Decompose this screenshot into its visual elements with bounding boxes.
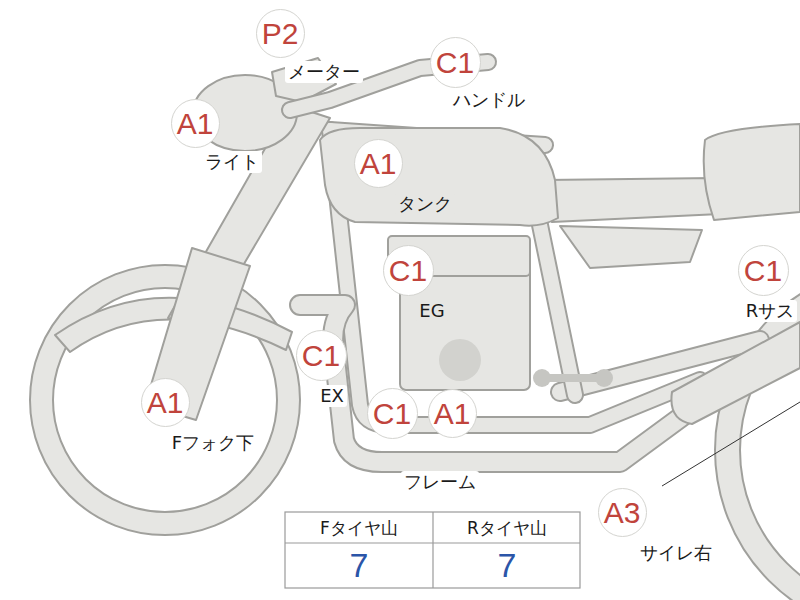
front-wheel: [30, 265, 300, 535]
callout-code: C1: [367, 388, 418, 439]
part-name: フレーム: [401, 471, 479, 493]
callout-code: C1: [296, 330, 347, 381]
brake-lever: [533, 369, 613, 387]
rear-cowl: [704, 124, 800, 220]
table-header-cell: Fタイヤ山: [320, 518, 398, 538]
side-cover: [560, 226, 702, 268]
callout-code: A1: [354, 139, 403, 188]
table-header-cell: Rタイヤ山: [467, 518, 547, 538]
part-name: タンク: [395, 193, 455, 215]
engine-cover: [439, 339, 481, 381]
callout-code: A3: [598, 488, 647, 537]
part-name: ライト: [202, 151, 262, 173]
callout-code: A1: [171, 99, 220, 148]
callout-code: C1: [430, 37, 481, 88]
leader-line: [662, 402, 800, 486]
seat: [545, 178, 720, 222]
part-name: ハンドル: [450, 89, 528, 111]
tread-table: [285, 512, 580, 588]
part-name: Fフォク下: [169, 432, 257, 454]
muffler: [671, 322, 800, 424]
callout-code: C1: [738, 245, 789, 296]
callout-code: C1: [383, 245, 434, 296]
table-value-cell: 7: [350, 547, 369, 584]
callout-code: A1: [428, 389, 477, 438]
part-name: Rサス: [743, 300, 798, 322]
table-value-cell: 7: [498, 547, 517, 584]
part-name: EX: [317, 385, 347, 407]
fuel-tank: [320, 128, 558, 226]
callout-code: A1: [141, 378, 190, 427]
callout-code: P2: [256, 9, 305, 58]
part-name: メーター: [285, 61, 363, 83]
rear-wheel: [715, 265, 800, 600]
part-name: サイレ右: [637, 542, 715, 564]
part-name: EG: [416, 300, 447, 322]
